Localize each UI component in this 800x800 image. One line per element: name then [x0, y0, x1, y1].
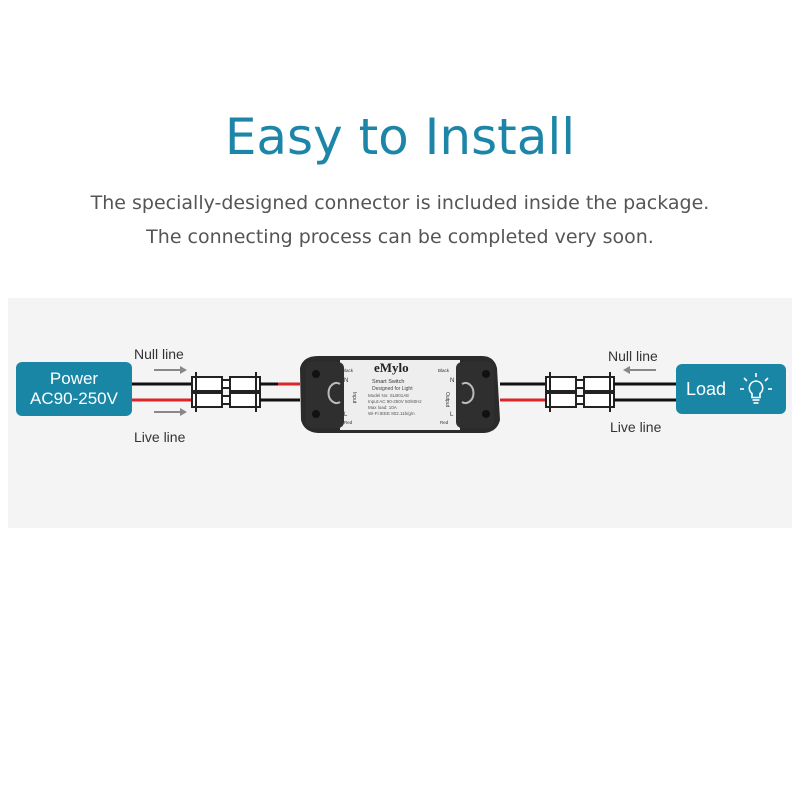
device-l-mark-right: L: [450, 412, 454, 418]
page-title: Easy to Install: [224, 108, 576, 166]
device-n-mark-right: N: [450, 378, 454, 384]
power-source-box: Power AC90-250V: [16, 362, 132, 416]
smart-switch-device: [300, 356, 500, 433]
device-text-4: Input:AC 90-250V 50/60Hz: [368, 399, 423, 404]
load-label: Load: [686, 379, 727, 399]
device-red-label-right: Red: [440, 420, 449, 425]
voltage-label: AC90-250V: [30, 389, 118, 408]
device-text-2: Designed for Light: [372, 386, 413, 392]
device-n-mark-left: N: [344, 378, 348, 384]
right-live-line-label: Live line: [610, 419, 662, 435]
device-text-1: Smart Switch: [372, 379, 404, 385]
device-output-label: Output: [444, 392, 450, 408]
left-null-line-label: Null line: [134, 346, 184, 362]
arrow-left-icon: [623, 366, 656, 374]
power-label: Power: [49, 369, 99, 388]
right-connector: [545, 372, 615, 412]
device-input-label: Input: [351, 392, 357, 404]
device-black-label-right: Black: [438, 368, 450, 373]
lightbulb-icon: [740, 373, 772, 404]
device-black-label-left: Black: [342, 368, 354, 373]
device-l-mark-left: L: [344, 412, 348, 418]
arrow-right-icon: [154, 408, 187, 416]
arrow-right-icon: [154, 366, 187, 374]
device-brand: eMylo: [374, 360, 409, 375]
left-connector: [191, 372, 261, 412]
device-text-5: Max load: 10A: [368, 405, 397, 410]
load-box: Load: [676, 364, 786, 414]
device-red-label-left: Red: [344, 420, 353, 425]
device-text-6: Wi-Fi:IEEE 802.11b/g/n: [368, 411, 415, 416]
subtitle-line-1: The specially-designed connector is incl…: [90, 192, 710, 214]
left-live-line-label: Live line: [134, 429, 186, 445]
subtitle-line-2: The connecting process can be completed …: [146, 226, 654, 248]
device-text-3: Model No: SLB01AE: [368, 393, 409, 398]
right-null-line-label: Null line: [608, 348, 658, 364]
